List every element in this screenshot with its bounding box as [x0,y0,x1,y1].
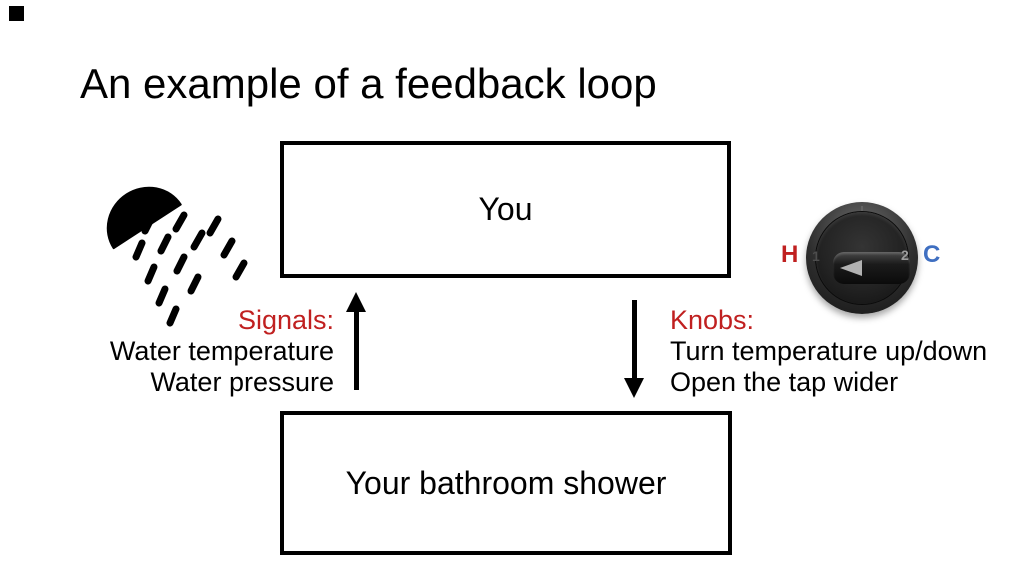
signals-line-2: Water pressure [150,367,334,397]
signals-text-block: Signals: Water temperature Water pressur… [110,305,334,398]
dial-position-1: 1 [812,248,820,264]
corner-marker [9,6,24,21]
knobs-line-1: Turn temperature up/down [670,336,988,366]
dial-tick-icon [861,206,863,215]
shower-box-label: Your bathroom shower [345,464,667,501]
knobs-heading: Knobs: [670,305,755,335]
arrow-shaft [354,310,359,390]
cold-label: C [923,241,941,268]
hot-label: H [781,241,799,268]
dial-position-2: 2 [901,247,909,263]
shower-box: Your bathroom shower [280,411,732,555]
dial-face [816,212,910,304]
signals-line-1: Water temperature [109,336,334,366]
signals-heading: Signals: [237,305,334,335]
arrow-head [346,292,366,312]
left-arrow-icon [840,260,862,276]
arrow-head [624,378,644,398]
you-box: You [280,141,731,278]
shower-head-icon [106,186,248,327]
you-box-label: You [478,191,533,227]
knobs-line-2: Open the tap wider [670,367,899,397]
knobs-down-arrow-icon [624,300,645,398]
knobs-text-block: Knobs: Turn temperature up/down Open the… [670,305,987,398]
arrow-shaft [632,300,637,380]
temperature-knob-dial: 1 2 [806,202,918,314]
dial-handle [833,252,910,284]
signals-up-arrow-icon [346,292,367,390]
slide-title: An example of a feedback loop [80,60,657,107]
